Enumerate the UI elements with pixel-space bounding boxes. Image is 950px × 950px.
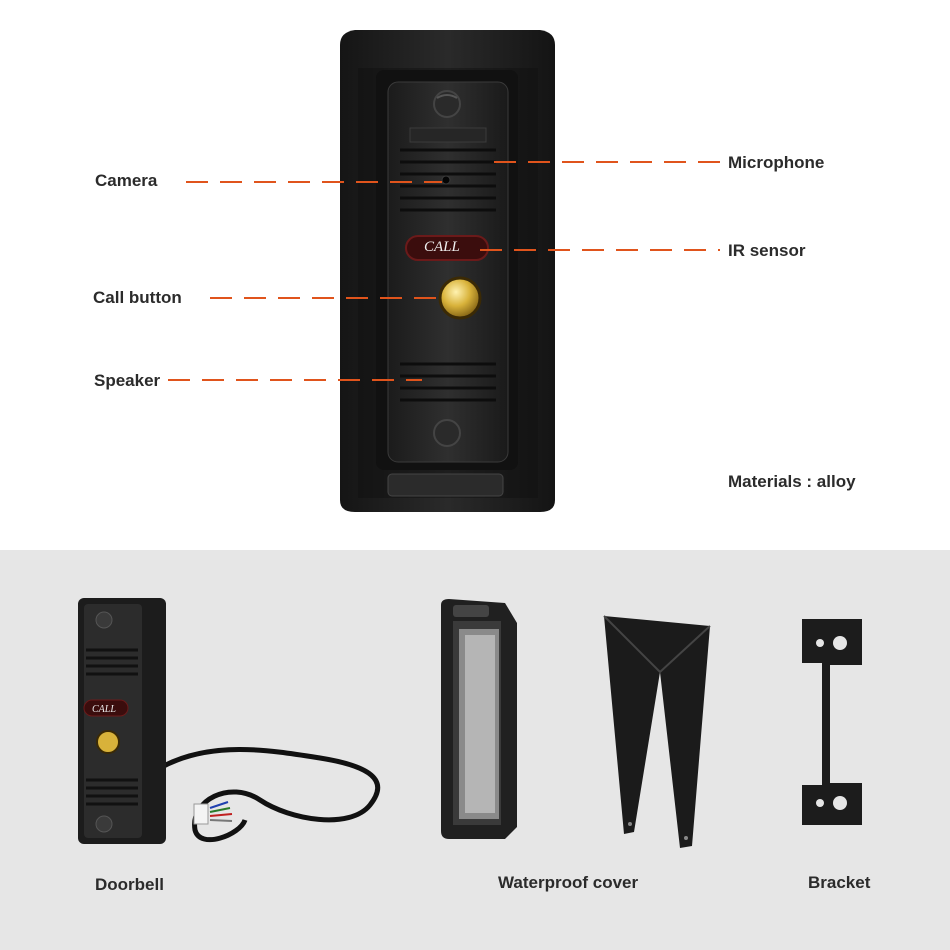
- caption-bracket: Bracket: [808, 873, 871, 892]
- mic-grille: [400, 148, 496, 212]
- leader-lines: [168, 161, 720, 381]
- screw-top: [433, 90, 461, 118]
- label-microphone: Microphone: [728, 153, 825, 172]
- waterproof-cover-illustration: [441, 599, 517, 839]
- mini-call-text: CALL: [92, 704, 116, 715]
- label-call-button: Call button: [93, 288, 182, 307]
- call-plate-text: CALL: [424, 239, 460, 255]
- doorbell-with-cable-illustration: CALL: [78, 598, 381, 844]
- speaker-grille: [400, 362, 496, 402]
- camera-lens: [441, 175, 451, 185]
- flat-bracket-illustration: [802, 619, 862, 825]
- front-panel: [387, 81, 509, 463]
- call-button-illustration: [438, 276, 482, 320]
- call-plate: [405, 235, 489, 261]
- v-bracket-illustration: [603, 615, 711, 848]
- screw-bottom: [433, 419, 461, 447]
- label-camera: Camera: [95, 171, 158, 190]
- label-speaker: Speaker: [94, 371, 161, 390]
- caption-doorbell: Doorbell: [95, 875, 164, 894]
- label-materials: Materials : alloy: [728, 472, 856, 491]
- doorbell-front-illustration: [168, 30, 720, 512]
- label-ir-sensor: IR sensor: [728, 241, 806, 260]
- caption-waterproof-cover: Waterproof cover: [498, 873, 639, 892]
